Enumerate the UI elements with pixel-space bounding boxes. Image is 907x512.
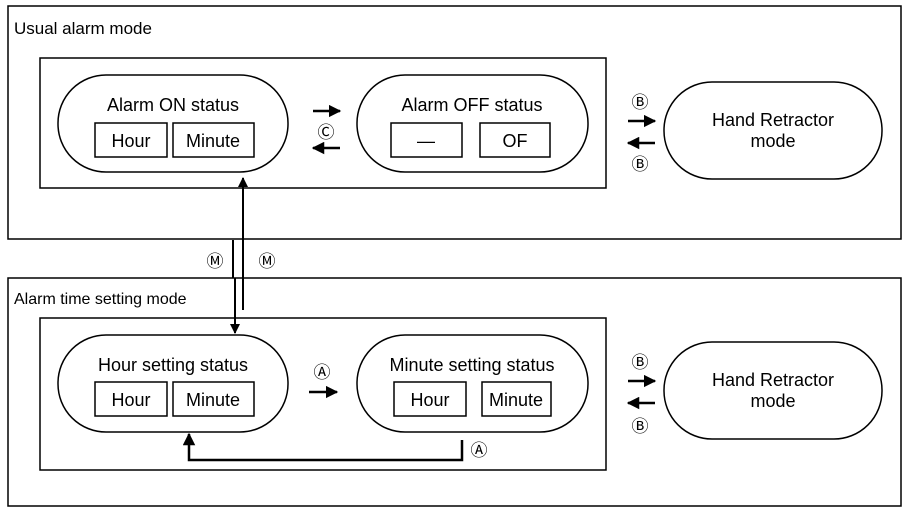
- usual-mode-frame: [7, 5, 902, 240]
- button-m-label-left: Ⓜ: [207, 252, 224, 271]
- alarm-on-hour: Hour: [111, 131, 150, 151]
- hour-setting-hour: Hour: [111, 390, 150, 410]
- alarm-off-of: OF: [503, 131, 528, 151]
- setting-mode-title: Alarm time setting mode: [14, 291, 187, 308]
- button-b-label-setting-bottom: Ⓑ: [632, 417, 649, 436]
- minute-setting-hour: Hour: [410, 390, 449, 410]
- hour-setting-status: Hour setting status Hour Minute: [57, 334, 289, 433]
- hand-retractor-mode-setting: Hand Retractor mode: [663, 341, 883, 440]
- hand-retractor-mode-usual: Hand Retractor mode: [663, 81, 883, 180]
- button-c-label: Ⓒ: [318, 123, 335, 142]
- setting-status-box: [39, 317, 607, 471]
- button-b-label-setting-top: Ⓑ: [632, 353, 649, 372]
- hour-setting-label: Hour setting status: [98, 355, 248, 375]
- button-a-label-top: Ⓐ: [314, 363, 331, 382]
- setting-mode-frame: [7, 277, 902, 507]
- arrow-minute-back-to-hour: [182, 432, 464, 462]
- alarm-on-status: Alarm ON status Hour Minute: [57, 74, 289, 173]
- hand-retractor-usual-line1: Hand Retractor: [712, 110, 834, 130]
- hour-setting-minute: Minute: [186, 390, 240, 410]
- hand-retractor-usual-line2: mode: [750, 131, 795, 151]
- minute-setting-label: Minute setting status: [389, 355, 554, 375]
- alarm-off-status: Alarm OFF status — OF: [356, 74, 589, 173]
- button-a-label-bottom: Ⓐ: [471, 441, 488, 460]
- alarm-off-label: Alarm OFF status: [401, 95, 542, 115]
- alarm-on-minute: Minute: [186, 131, 240, 151]
- minute-setting-status: Minute setting status Hour Minute: [356, 334, 589, 433]
- hand-retractor-setting-line2: mode: [750, 391, 795, 411]
- button-m-label-right: Ⓜ: [259, 252, 276, 271]
- button-b-label-usual-bottom: Ⓑ: [632, 155, 649, 174]
- alarm-off-dash: —: [417, 131, 435, 151]
- minute-setting-minute: Minute: [489, 390, 543, 410]
- alarm-on-label: Alarm ON status: [107, 95, 239, 115]
- button-b-label-usual-top: Ⓑ: [632, 93, 649, 112]
- usual-mode-title: Usual alarm mode: [14, 19, 152, 38]
- hand-retractor-setting-line1: Hand Retractor: [712, 370, 834, 390]
- usual-status-box: [39, 57, 607, 189]
